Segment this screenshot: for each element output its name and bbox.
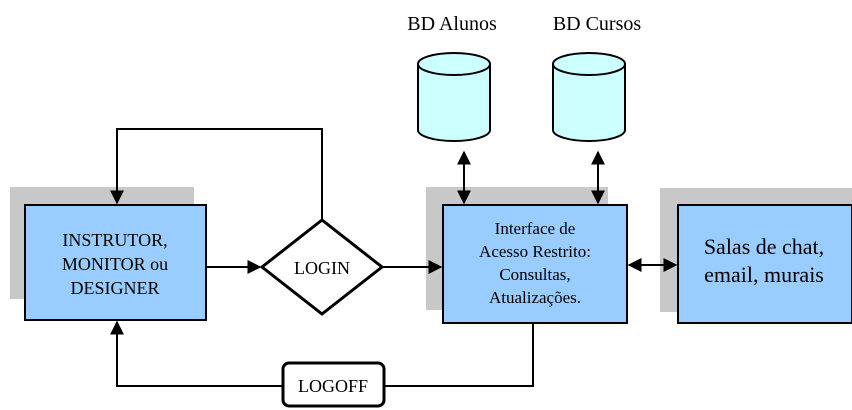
bd-cursos-cylinder: [552, 52, 626, 142]
line-interface-to-logoff: [384, 323, 534, 387]
bd-alunos-label: BD Alunos: [407, 13, 497, 35]
interface-box-line-1: Interface de: [495, 219, 576, 238]
bd-cursos-label: BD Cursos: [553, 13, 642, 35]
interface-box: [442, 204, 628, 324]
chat-box-line-2: email, murais: [704, 262, 824, 287]
login-label: LOGIN: [294, 258, 350, 278]
user-box: [24, 204, 207, 321]
arrow-login-loop-to-user: [110, 128, 323, 220]
chat-box-line-1: Salas de chat,: [704, 234, 824, 259]
user-box-line-2: MONITOR ou: [62, 254, 168, 274]
interface-box-line-2: Acesso Restrito:: [479, 242, 591, 261]
interface-box-line-4: Atualizações.: [489, 288, 581, 307]
interface-box-line-3: Consultas,: [499, 265, 570, 284]
logoff-box: [281, 361, 386, 408]
chat-box: [677, 204, 852, 324]
user-box-line-1: INSTRUTOR,: [62, 230, 167, 250]
arrow-logoff-to-user: [110, 320, 283, 387]
logoff-label: LOGOFF: [298, 376, 368, 396]
bd-alunos-cylinder: [417, 52, 491, 142]
user-box-line-3: DESIGNER: [71, 278, 160, 298]
